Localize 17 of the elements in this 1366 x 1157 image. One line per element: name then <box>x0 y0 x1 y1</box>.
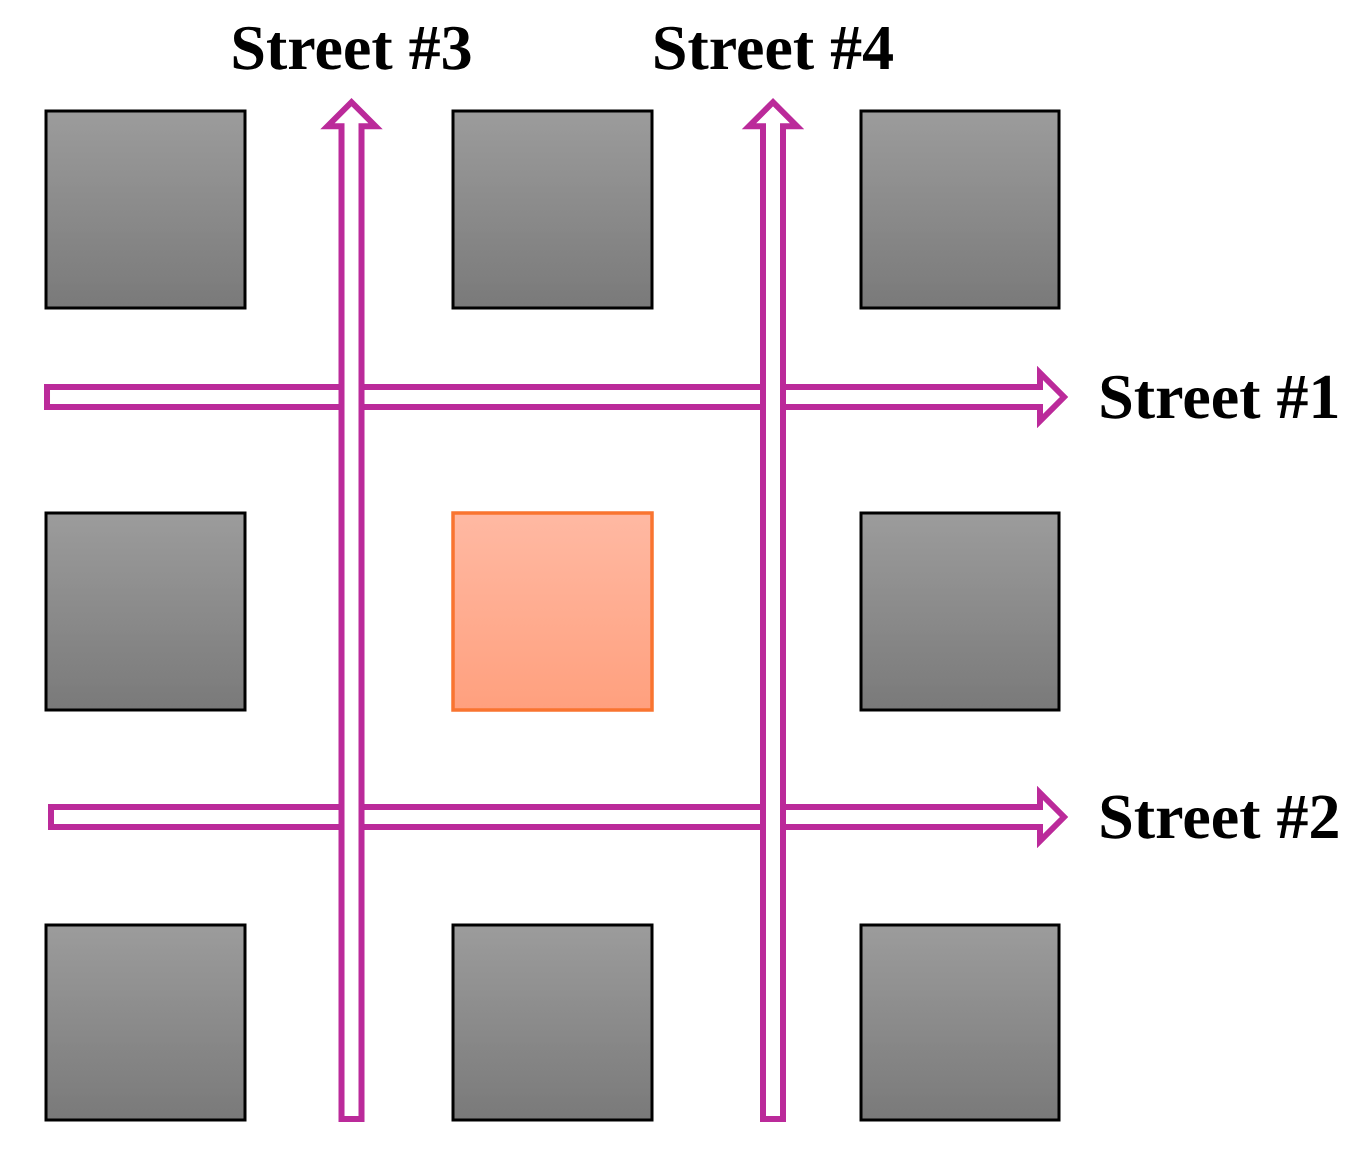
building-block <box>44 923 247 1122</box>
street-arrow <box>741 97 805 1122</box>
building-block <box>859 511 1061 712</box>
building-block <box>44 109 247 310</box>
street-label: Street #1 <box>1101 375 1338 419</box>
street-arrow <box>44 365 1069 429</box>
building-block <box>859 109 1061 310</box>
building-block <box>451 109 654 310</box>
highlighted-block <box>451 511 654 712</box>
building-block <box>44 511 247 712</box>
street-label: Street #4 <box>655 26 893 70</box>
street-label: Street #2 <box>1101 795 1338 839</box>
building-block <box>859 923 1061 1122</box>
street-arrow <box>48 785 1069 849</box>
street-arrow <box>320 97 383 1122</box>
street-label: Street #3 <box>233 26 471 70</box>
building-block <box>451 923 654 1122</box>
